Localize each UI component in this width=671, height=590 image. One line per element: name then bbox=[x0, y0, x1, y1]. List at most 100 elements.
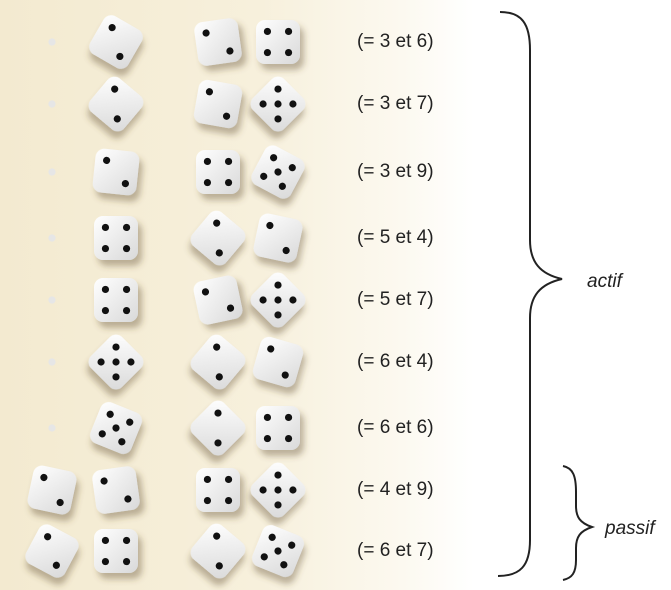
die-pip bbox=[280, 561, 288, 569]
white-die-5 bbox=[250, 272, 306, 328]
die-pip bbox=[40, 473, 48, 482]
die-pip bbox=[48, 38, 56, 46]
die-pip bbox=[263, 413, 272, 422]
die-pip bbox=[112, 373, 120, 381]
sum-label: (= 4 et 9) bbox=[357, 479, 434, 500]
die-face bbox=[190, 523, 246, 579]
die-pip bbox=[274, 100, 282, 108]
white-die-2 bbox=[27, 465, 77, 515]
die-pip bbox=[127, 358, 135, 366]
white-die-5 bbox=[250, 76, 306, 132]
sum-label: (= 5 et 7) bbox=[357, 289, 434, 310]
die-pip bbox=[259, 100, 267, 108]
die-pip bbox=[274, 311, 282, 319]
die-pip bbox=[215, 249, 223, 257]
die-pip bbox=[274, 471, 282, 479]
die-pip bbox=[284, 27, 293, 36]
dice-grid bbox=[25, 15, 306, 579]
die-pip bbox=[224, 496, 233, 505]
white-die-5 bbox=[90, 402, 142, 454]
sum-label: (= 5 et 4) bbox=[357, 227, 434, 248]
die-face bbox=[252, 336, 304, 388]
die-pip bbox=[214, 439, 222, 447]
white-die-2 bbox=[88, 76, 144, 132]
white-die-2 bbox=[190, 210, 246, 266]
die-pip bbox=[226, 304, 235, 312]
die-pip bbox=[124, 495, 132, 503]
die-pip bbox=[260, 172, 268, 180]
white-die-2 bbox=[190, 334, 246, 390]
die-pip bbox=[260, 553, 268, 561]
die-pip bbox=[282, 246, 290, 255]
die-pip bbox=[122, 306, 131, 315]
die-pip bbox=[101, 244, 110, 253]
white-die-4 bbox=[256, 406, 300, 450]
die-pip bbox=[259, 486, 267, 494]
die-pip bbox=[112, 358, 120, 366]
die-pip bbox=[289, 296, 297, 304]
white-die-2 bbox=[193, 79, 243, 129]
white-die-2 bbox=[190, 400, 246, 456]
die-pip bbox=[112, 343, 120, 351]
die-pip bbox=[266, 221, 274, 230]
die-pip bbox=[274, 115, 282, 123]
white-die-2 bbox=[253, 213, 303, 263]
die-pip bbox=[48, 296, 56, 304]
die-pip bbox=[101, 557, 110, 566]
die-pip bbox=[113, 115, 121, 123]
die-pip bbox=[202, 29, 210, 37]
die-pip bbox=[122, 285, 131, 294]
white-die-4 bbox=[196, 150, 240, 194]
die-pip bbox=[48, 424, 56, 432]
die-pip bbox=[126, 418, 134, 426]
die-face bbox=[190, 210, 246, 266]
white-die-2 bbox=[25, 524, 79, 578]
white-die-2 bbox=[190, 523, 246, 579]
die-face bbox=[190, 400, 246, 456]
die-pip bbox=[100, 477, 108, 485]
group-label-passif: passif bbox=[605, 518, 655, 539]
white-die-5 bbox=[250, 462, 306, 518]
die-pip bbox=[111, 85, 119, 93]
die-pip bbox=[48, 234, 56, 242]
die-pip bbox=[101, 285, 110, 294]
die-pip bbox=[103, 156, 111, 164]
die-pip bbox=[122, 244, 131, 253]
die-pip bbox=[101, 536, 110, 545]
white-die-2 bbox=[92, 148, 140, 196]
die-pip bbox=[226, 47, 234, 55]
die-pip bbox=[259, 296, 267, 304]
die-pip bbox=[224, 157, 233, 166]
die-pip bbox=[274, 486, 282, 494]
die-pip bbox=[281, 371, 289, 379]
die-pip bbox=[48, 358, 56, 366]
die-face bbox=[89, 15, 143, 69]
die-pip bbox=[263, 434, 272, 443]
die-pip bbox=[98, 430, 106, 438]
die-pip bbox=[288, 541, 296, 549]
die-face bbox=[88, 76, 144, 132]
die-face bbox=[25, 524, 79, 578]
die-pip bbox=[274, 281, 282, 289]
brace-actif bbox=[497, 11, 563, 577]
die-pip bbox=[270, 154, 278, 162]
die-pip bbox=[122, 557, 131, 566]
die-pip bbox=[203, 496, 212, 505]
die-pip bbox=[284, 413, 293, 422]
die-pip bbox=[289, 100, 297, 108]
die-pip bbox=[44, 533, 52, 541]
sum-label: (= 3 et 7) bbox=[357, 93, 434, 114]
die-pip bbox=[288, 164, 296, 172]
white-die-2 bbox=[252, 336, 304, 388]
die-pip bbox=[203, 475, 212, 484]
white-die-4 bbox=[94, 529, 138, 573]
die-pip bbox=[278, 182, 286, 190]
white-die-2 bbox=[194, 18, 242, 66]
die-pip bbox=[215, 373, 223, 381]
white-die-5 bbox=[88, 334, 144, 390]
white-die-4 bbox=[196, 468, 240, 512]
sum-label: (= 3 et 6) bbox=[357, 31, 434, 52]
die-face bbox=[253, 213, 303, 263]
die-pip bbox=[215, 562, 223, 570]
